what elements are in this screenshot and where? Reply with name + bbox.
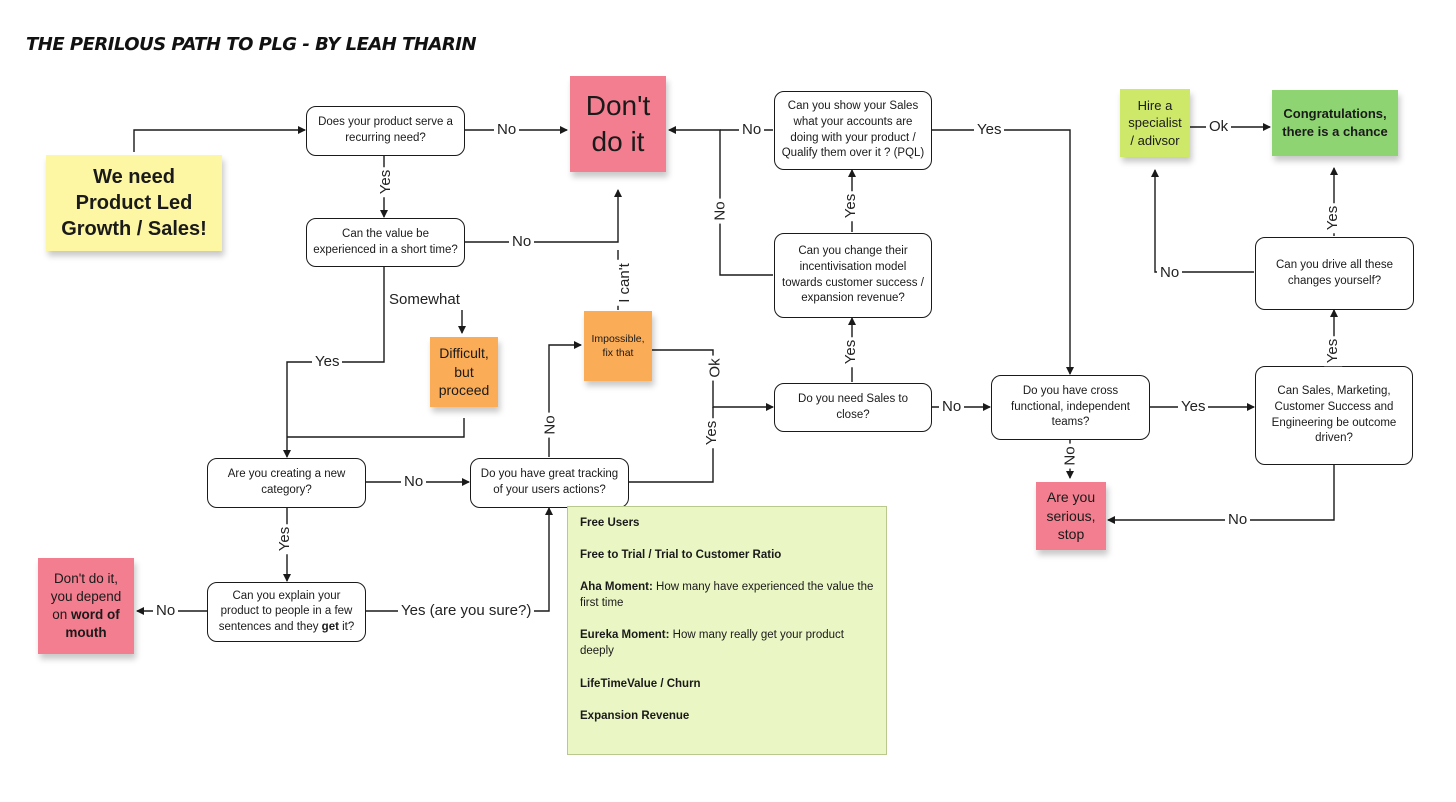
label-pql-no: No (739, 121, 765, 139)
label-cross-no: No (1061, 443, 1080, 469)
node-short-time: Can the value be experienced in a short … (306, 218, 465, 267)
label-recurring-yes: Yes (377, 166, 396, 198)
note-item: Eureka Moment: How many really get your … (580, 629, 844, 658)
label-incentive-yes: Yes (842, 190, 861, 222)
label-incentive-no: No (711, 198, 730, 224)
start-sticky: We need Product Led Growth / Sales! (46, 155, 222, 251)
node-sales-close: Do you need Sales to close? (774, 383, 932, 432)
label-explain-yes-sure: Yes (are you sure?) (398, 602, 535, 620)
impossible-sticky: Impossible, fix that (584, 311, 652, 381)
label-cross-yes: Yes (1178, 398, 1209, 416)
label-hire-ok: Ok (1206, 118, 1232, 136)
label-outcome-yes: Yes (1324, 335, 1343, 367)
node-pql: Can you show your Sales what your accoun… (774, 91, 932, 170)
node-drive-changes: Can you drive all these changes yourself… (1255, 237, 1414, 310)
note-item: Expansion Revenue (580, 709, 690, 722)
node-new-category: Are you creating a new category? (207, 458, 366, 508)
difficult-sticky: Difficult, but proceed (430, 337, 498, 407)
label-category-yes: Yes (276, 523, 295, 555)
dont-do-it-sticky: Don't do it (570, 76, 666, 172)
note-item: Free to Trial / Trial to Customer Ratio (580, 549, 782, 562)
label-short-time-yes: Yes (312, 353, 343, 371)
label-drive-yes: Yes (1324, 202, 1343, 234)
label-somewhat: Somewhat (386, 291, 463, 309)
label-category-no: No (401, 473, 427, 491)
serious-stop-sticky: Are you serious, stop (1036, 482, 1106, 550)
label-sales-close-yes: Yes (842, 336, 861, 368)
label-tracking-yes: Yes (703, 417, 722, 449)
label-impossible-ok: Ok (706, 355, 725, 381)
congratulations-sticky: Congratulations, there is a chance (1272, 90, 1398, 156)
hire-specialist-sticky: Hire a specialist / adivsor (1120, 89, 1190, 157)
node-outcome-driven: Can Sales, Marketing, Customer Success a… (1255, 366, 1413, 465)
label-outcome-no: No (1225, 511, 1251, 529)
label-recurring-no: No (494, 121, 520, 139)
word-of-mouth-sticky: Don't do it, you depend on word of mouth (38, 558, 134, 654)
node-incentivisation: Can you change their incentivisation mod… (774, 233, 932, 318)
label-tracking-no: No (541, 412, 560, 438)
node-cross-functional: Do you have cross functional, independen… (991, 375, 1150, 440)
node-recurring-need: Does your product serve a recurring need… (306, 106, 465, 156)
note-item: LifeTimeValue / Churn (580, 677, 701, 690)
note-item: Free Users (580, 517, 640, 529)
note-item: Aha Moment: How many have experienced th… (580, 581, 874, 610)
page-title: THE PERILOUS PATH TO PLG - BY LEAH THARI… (26, 34, 477, 55)
label-short-time-no: No (509, 233, 535, 251)
label-icant: I can't (615, 260, 634, 306)
node-tracking: Do you have great tracking of your users… (470, 458, 629, 508)
label-explain-no: No (153, 602, 179, 620)
label-pql-yes: Yes (974, 121, 1005, 139)
label-sales-close-no: No (939, 398, 965, 416)
label-drive-no: No (1157, 264, 1183, 282)
metrics-note: Free Users Free to Trial / Trial to Cust… (567, 506, 887, 755)
node-explain-product: Can you explain your product to people i… (207, 582, 366, 642)
